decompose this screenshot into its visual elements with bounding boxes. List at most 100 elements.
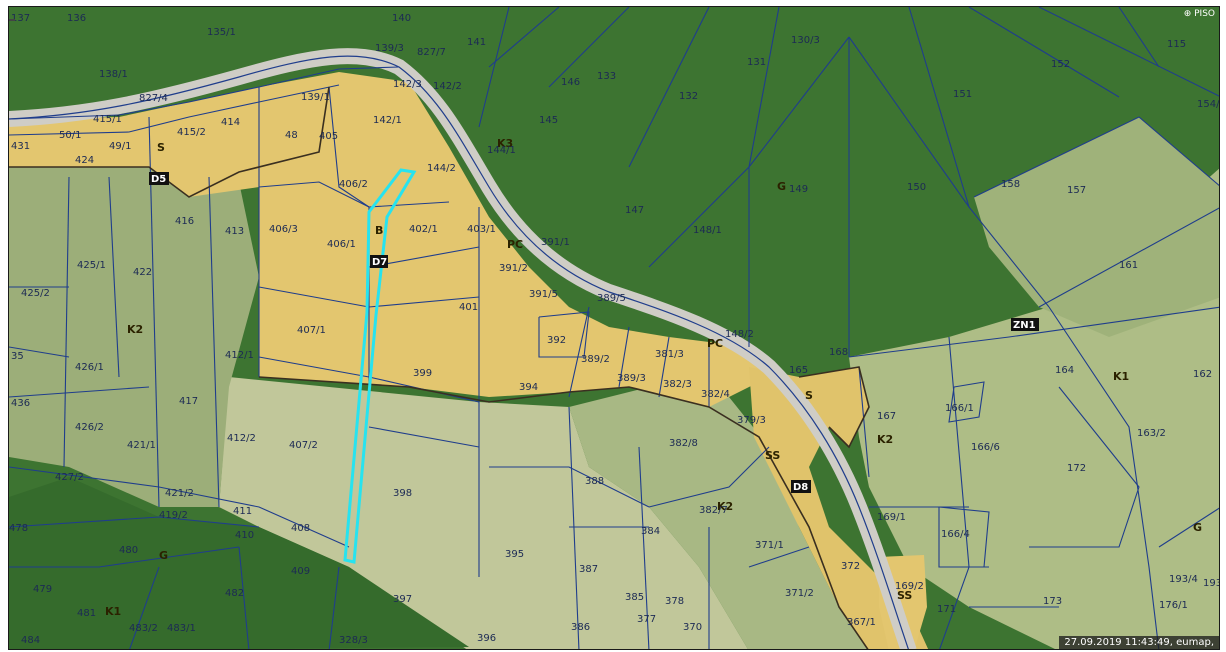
parcel-label: 328/3: [339, 635, 368, 646]
parcel-label: 389/5: [597, 293, 626, 304]
tag-d5: D5: [149, 172, 169, 185]
parcel-label: 426/2: [75, 422, 104, 433]
parcel-label: 482: [225, 588, 244, 599]
parcel-label: 484: [21, 635, 40, 646]
parcel-label: 142/2: [433, 81, 462, 92]
parcel-label: 176/1: [1159, 600, 1188, 611]
svg-text:D7: D7: [372, 257, 387, 268]
parcel-label: 35: [11, 351, 24, 362]
zone-label: G: [159, 549, 168, 562]
parcel-label: 399: [413, 368, 432, 379]
parcel-label: 157: [1067, 185, 1086, 196]
parcel-label: 371/1: [755, 540, 784, 551]
parcel-label: 148/1: [693, 225, 722, 236]
parcel-label: 161: [1119, 260, 1138, 271]
parcel-label: 148/2: [725, 329, 754, 340]
parcel-label: 371/2: [785, 588, 814, 599]
tag-d8: D8: [791, 480, 811, 493]
parcel-label: 479: [33, 584, 52, 595]
meadow-west: [9, 167, 259, 507]
parcel-label: 145: [539, 115, 558, 126]
parcel-label: 382/3: [663, 379, 692, 390]
parcel-label: 169/2: [895, 581, 924, 592]
zone-label: G: [1193, 521, 1202, 534]
zone-label: B: [375, 224, 383, 237]
parcel-label: 427/2: [55, 472, 84, 483]
zone-label: S: [157, 141, 165, 154]
parcel-label: 401: [459, 302, 478, 313]
parcel-label: 403/1: [467, 224, 496, 235]
parcel-label: 422: [133, 267, 152, 278]
zone-label: K2: [717, 500, 733, 513]
parcel-label: 379/3: [737, 415, 766, 426]
parcel-label: 139/3: [375, 43, 404, 54]
parcel-label: 167: [877, 411, 896, 422]
parcel-label: 391/5: [529, 289, 558, 300]
zone-label: PC: [507, 238, 523, 251]
zone-label: K2: [877, 433, 893, 446]
parcel-label: 154/: [1197, 99, 1220, 110]
parcel-label: 382/7: [699, 505, 728, 516]
parcel-label: 166/6: [971, 442, 1000, 453]
parcel-label: 162: [1193, 369, 1212, 380]
parcel-label: 827/7: [417, 47, 446, 58]
parcel-label: 480: [119, 545, 138, 556]
parcel-label: 142/3: [393, 79, 422, 90]
parcel-label: 412/1: [225, 350, 254, 361]
parcel-label: 411: [233, 506, 252, 517]
parcel-label: 49/1: [109, 141, 131, 152]
built-area-north: [9, 72, 769, 407]
parcel-label: 133: [597, 71, 616, 82]
parcel-label: 144/1: [487, 145, 516, 156]
svg-text:D5: D5: [151, 174, 166, 185]
zone-label: SS: [765, 449, 780, 462]
parcel-label: 398: [393, 488, 412, 499]
parcel-label: 408: [291, 523, 310, 534]
parcel-label: 827/4: [139, 93, 168, 104]
parcel-label: 152: [1051, 59, 1070, 70]
parcel-label: 426/1: [75, 362, 104, 373]
parcel-label: 172: [1067, 463, 1086, 474]
parcel-label: 367/1: [847, 617, 876, 628]
zone-label: S: [805, 389, 813, 402]
svg-text:D8: D8: [793, 482, 808, 493]
parcel-label: 415/2: [177, 127, 206, 138]
svg-text:ZN1: ZN1: [1013, 320, 1036, 331]
parcel-label: 168: [829, 347, 848, 358]
parcel-label: 137: [11, 13, 30, 24]
parcel-label: 166/4: [941, 529, 970, 540]
cadastral-map[interactable]: K2 G K1 K2 SS PC PC K3 G K1 SS G K2 S S …: [8, 6, 1220, 650]
parcel-label: 421/2: [165, 488, 194, 499]
tag-zn1: ZN1: [1011, 318, 1039, 331]
parcel-label: 372: [841, 561, 860, 572]
zone-label: G: [777, 180, 786, 193]
meadow-field-ne: [974, 117, 1219, 337]
parcel-label: 147: [625, 205, 644, 216]
parcel-label: 384: [641, 526, 660, 537]
parcel-label: 414: [221, 117, 240, 128]
parcel-label: 146: [561, 77, 580, 88]
parcel-label: 163/2: [1137, 428, 1166, 439]
parcel-label: 397: [393, 594, 412, 605]
parcel-label: 424: [75, 155, 94, 166]
parcel-label: 415/1: [93, 114, 122, 125]
parcel-label: 377: [637, 614, 656, 625]
parcel-label: 421/1: [127, 440, 156, 451]
tag-d7: D7: [370, 255, 388, 268]
selected-parcel-outline[interactable]: [343, 168, 417, 564]
parcel-label: 165: [789, 365, 808, 376]
parcel-label: 164: [1055, 365, 1074, 376]
parcel-label: 410: [235, 530, 254, 541]
parcel-label: 481: [77, 608, 96, 619]
parcel-label: 171: [937, 604, 956, 615]
parcel-label: 149: [789, 184, 808, 195]
parcel-label: 431: [11, 141, 30, 152]
parcel-label: 478: [9, 523, 28, 534]
parcel-label: 144/2: [427, 163, 456, 174]
parcel-label: 130/3: [791, 35, 820, 46]
parcel-label: 378: [665, 596, 684, 607]
built-area-east: [749, 367, 929, 649]
map-canvas[interactable]: K2 G K1 K2 SS PC PC K3 G K1 SS G K2 S S …: [9, 7, 1220, 650]
parcel-label: 151: [953, 89, 972, 100]
zone-label: PC: [707, 337, 723, 350]
